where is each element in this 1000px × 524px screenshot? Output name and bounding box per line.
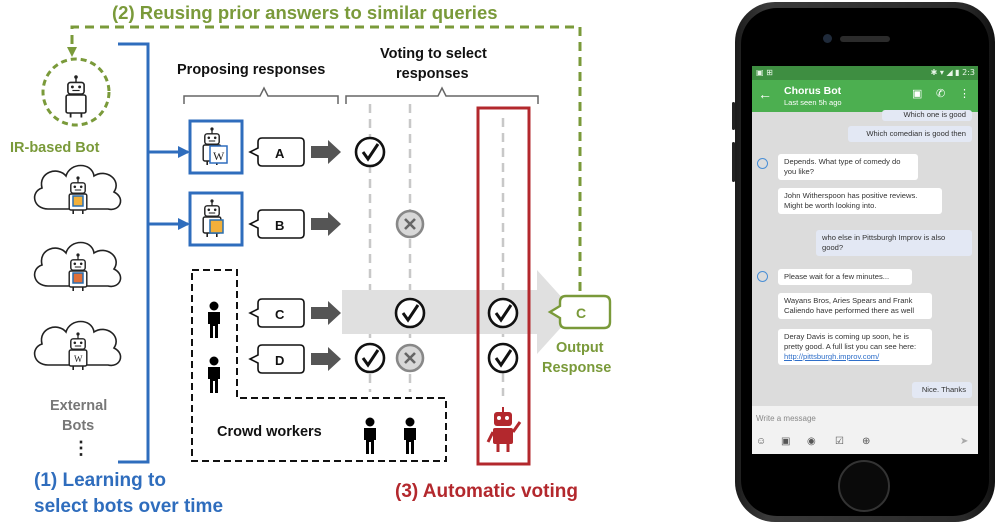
external-bot-badge-2 [72,272,84,284]
message-bot-text: Deray Davis is coming up soon, he is pre… [784,332,917,351]
voting-label-2: responses [396,66,469,82]
output-label-2: Response [542,360,611,376]
emoji-icon[interactable]: ☺ [756,436,767,447]
bot-avatar-icon [757,271,768,282]
voter-person-icon-2 [404,417,416,454]
vote-check-d-1 [354,342,386,374]
reuse-loop-line [67,25,582,306]
proposing-label: Proposing responses [177,62,325,78]
message-user: who else in Pittsburgh Improv is also go… [816,230,972,256]
automatic-voting-label: (3) Automatic voting [395,481,578,502]
message-user: Nice. Thanks [912,382,972,398]
more-menu-icon[interactable]: ⋮ [959,88,970,100]
message-user: Which comedian is good then [848,126,972,142]
voting-robot-icon [486,407,522,452]
vote-cross-d-2 [395,343,425,373]
response-bubble-a: A [248,137,305,167]
message-user: Which one is good [882,110,972,121]
vote-check-d-auto [487,342,519,374]
vote-check-c-2 [394,297,426,329]
camera-icon[interactable]: ◉ [807,436,816,447]
phone-volume-button [732,142,735,182]
sticker-icon[interactable]: ☑ [835,436,844,447]
crowd-workers-label: Crowd workers [217,424,322,440]
wikipedia-badge-a [209,145,228,164]
learning-label-1: (1) Learning to [34,470,166,491]
location-icon[interactable]: ⊕ [862,436,871,447]
arrow-b [311,212,341,236]
phone-screen: ▣ ⊞ ✱ ▾ ◢ ▮ 2:3 ← Chorus Bot Last seen 5… [752,66,978,454]
crowd-worker-person-icon-2 [208,356,220,393]
voting-brace [345,86,539,104]
message-bot: Depends. What type of comedy do you like… [778,154,918,180]
external-bots-label-1: External [50,398,107,414]
improv-link[interactable]: http://pittsburgh.improv.com/ [784,352,880,361]
gallery-icon[interactable]: ▣ [781,436,791,447]
status-bar: ▣ ⊞ ✱ ▾ ◢ ▮ 2:3 [752,66,978,80]
phone-call-icon[interactable]: ✆ [936,88,946,100]
message-bot: Wayans Bros, Aries Spears and Frank Cali… [778,293,932,319]
output-bubble: C [547,294,612,330]
chat-last-seen: Last seen 5h ago [784,98,842,107]
earpiece-speaker [840,36,890,42]
front-camera-icon [823,34,832,43]
vote-cross-b-2 [395,209,425,239]
video-call-icon[interactable]: ▣ [912,88,923,100]
status-right: ✱ ▾ ◢ ▮ 2:3 [930,68,975,77]
response-bubble-b: B [248,209,305,239]
send-icon[interactable]: ➤ [960,436,969,447]
proposing-brace [183,86,339,104]
response-label-a: A [275,146,285,161]
chat-title: Chorus Bot [784,85,842,97]
arrow-d [311,347,341,371]
message-bot-with-link: Deray Davis is coming up soon, he is pre… [778,329,932,365]
home-button[interactable] [838,460,890,512]
learning-label-2: select bots over time [34,496,223,517]
voter-person-icon-1 [364,417,376,454]
response-label-d: D [275,353,284,368]
external-bots-ellipsis: ⋮ [72,438,90,458]
bot-b-badge [209,219,224,234]
message-bot: John Witherspoon has positive reviews. M… [778,188,942,214]
automatic-voting-box [476,106,531,466]
message-input-bar: Write a message ☺ ▣ ◉ ☑ ⊕ ➤ [752,406,978,454]
selected-response-arrow [342,270,575,354]
phone-side-button [732,102,735,130]
wikipedia-glyph-a: W [213,149,225,163]
voting-label-1: Voting to select [380,46,487,62]
status-left: ▣ ⊞ [756,68,773,77]
arrow-a [311,140,341,164]
bot-avatar-icon [757,158,768,169]
external-bot-badge-1 [72,195,84,207]
external-bots-label-2: Bots [62,418,94,434]
chorus-architecture-diagram: (2) Reusing prior answers to similar que… [10,2,612,517]
arrow-c [311,301,341,325]
response-bubble-d: D [248,344,305,374]
wikipedia-glyph-cloud: W [74,354,83,364]
message-input[interactable]: Write a message [756,414,816,423]
crowd-worker-bracket [191,269,447,462]
response-label-b: B [275,218,284,233]
selection-bracket [118,42,150,464]
output-value: C [576,305,586,321]
chat-app-bar: ← Chorus Bot Last seen 5h ago ▣ ✆ ⋮ [752,80,978,112]
phone-mockup: ▣ ⊞ ✱ ▾ ◢ ▮ 2:3 ← Chorus Bot Last seen 5… [732,2,995,522]
message-bot: Please wait for a few minutes... [778,269,912,285]
output-label-1: Output [556,340,604,356]
back-arrow-icon[interactable]: ← [758,86,772,102]
vote-check-c-auto [487,297,519,329]
response-label-c: C [275,307,285,322]
ir-bot-label: IR-based Bot [10,140,100,156]
reuse-label: (2) Reusing prior answers to similar que… [112,2,498,23]
response-bubble-c: C [248,298,305,328]
crowd-worker-person-icon-1 [208,301,220,338]
vote-check-a-1 [354,136,386,168]
